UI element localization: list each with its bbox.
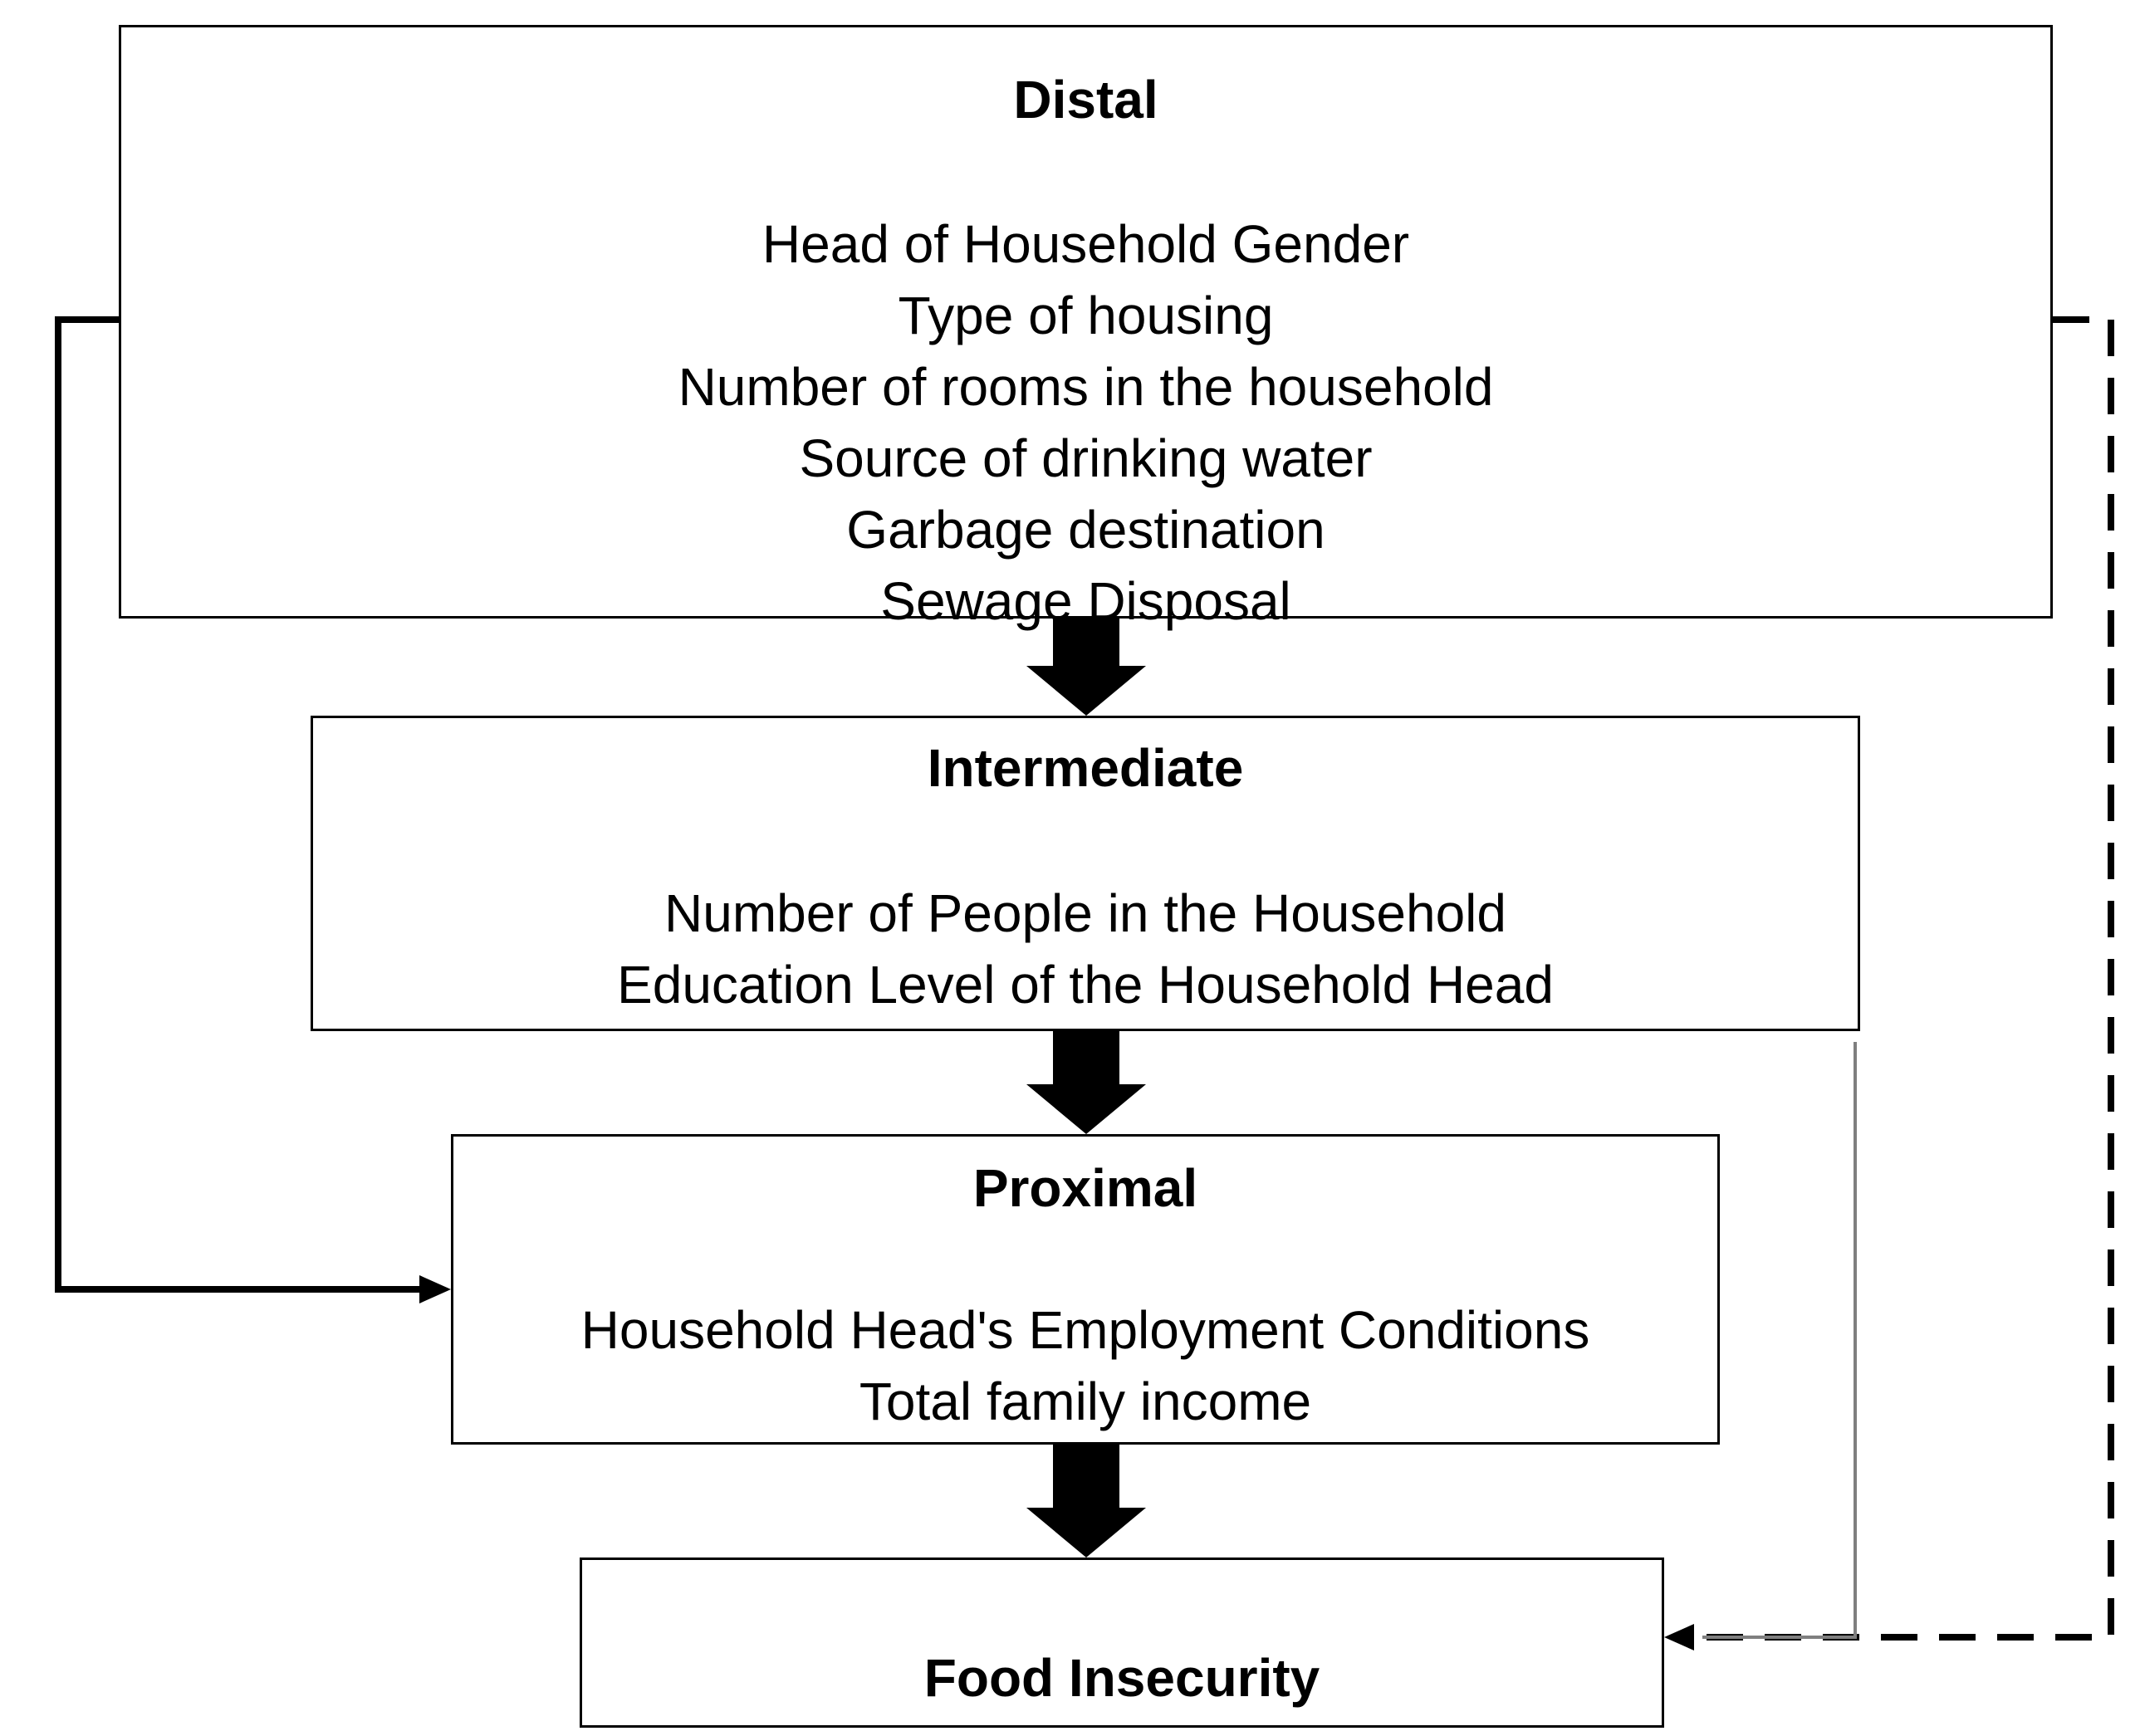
intermediate-item: Number of People in the Household [664,883,1506,943]
distal-item: Sewage Disposal [880,571,1291,631]
arrowhead-proximal-left [419,1275,451,1303]
proximal-items: Household Head's Employment Conditions T… [453,1294,1717,1437]
connector-intermediate-to-outcome [1702,1042,1857,1639]
connector-distal-to-proximal [55,316,424,1293]
distal-items: Head of Household Gender Type of housing… [121,208,2050,637]
proximal-item: Total family income [859,1372,1312,1431]
food-insecurity-box: Food Insecurity [580,1558,1664,1728]
food-insecurity-title: Food Insecurity [923,1648,1320,1708]
distal-item: Source of drinking water [799,428,1373,488]
proximal-title: Proximal [972,1158,1198,1218]
arrowhead-outcome-right [1664,1624,1694,1650]
intermediate-title: Intermediate [927,738,1244,798]
distal-item: Type of housing [898,286,1274,345]
intermediate-box: Intermediate Number of People in the Hou… [311,716,1860,1031]
proximal-box: Proximal Household Head's Employment Con… [451,1134,1720,1445]
arrow-proximal-to-outcome [1026,1445,1146,1558]
distal-title: Distal [1013,70,1158,130]
intermediate-item: Education Level of the Household Head [617,955,1554,1015]
arrow-distal-to-intermediate [1026,619,1146,716]
distal-item: Head of Household Gender [761,214,1410,274]
distal-item: Number of rooms in the household [678,357,1494,417]
intermediate-items: Number of People in the Household Educat… [313,878,1858,1020]
distal-item: Garbage destination [846,500,1325,560]
proximal-item: Household Head's Employment Conditions [580,1300,1590,1360]
distal-box: Distal Head of Household Gender Type of … [119,25,2053,631]
arrow-intermediate-to-proximal [1026,1031,1146,1134]
